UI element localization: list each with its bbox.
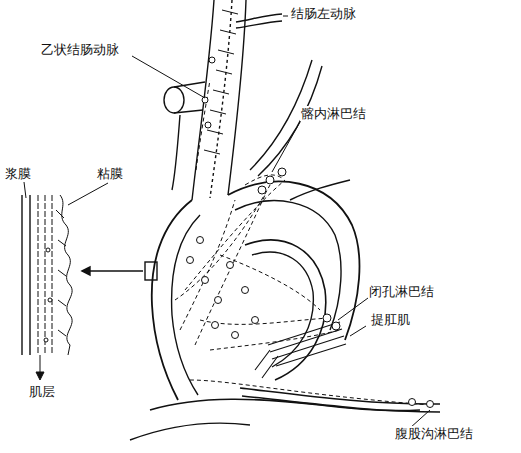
part-label: 肌层	[28, 384, 56, 399]
part-label: 乙状结肠动脉	[40, 42, 120, 57]
part-label: 闭孔淋巴结	[368, 284, 435, 299]
part-label: 提肛肌	[370, 312, 411, 327]
part-label: 髂内淋巴结	[300, 106, 367, 121]
part-label: 结肠左动脉	[290, 6, 357, 21]
part-label: 粘膜	[96, 166, 124, 181]
part-label: 浆膜	[4, 166, 32, 181]
part-label: 腹股沟淋巴结	[394, 426, 474, 441]
